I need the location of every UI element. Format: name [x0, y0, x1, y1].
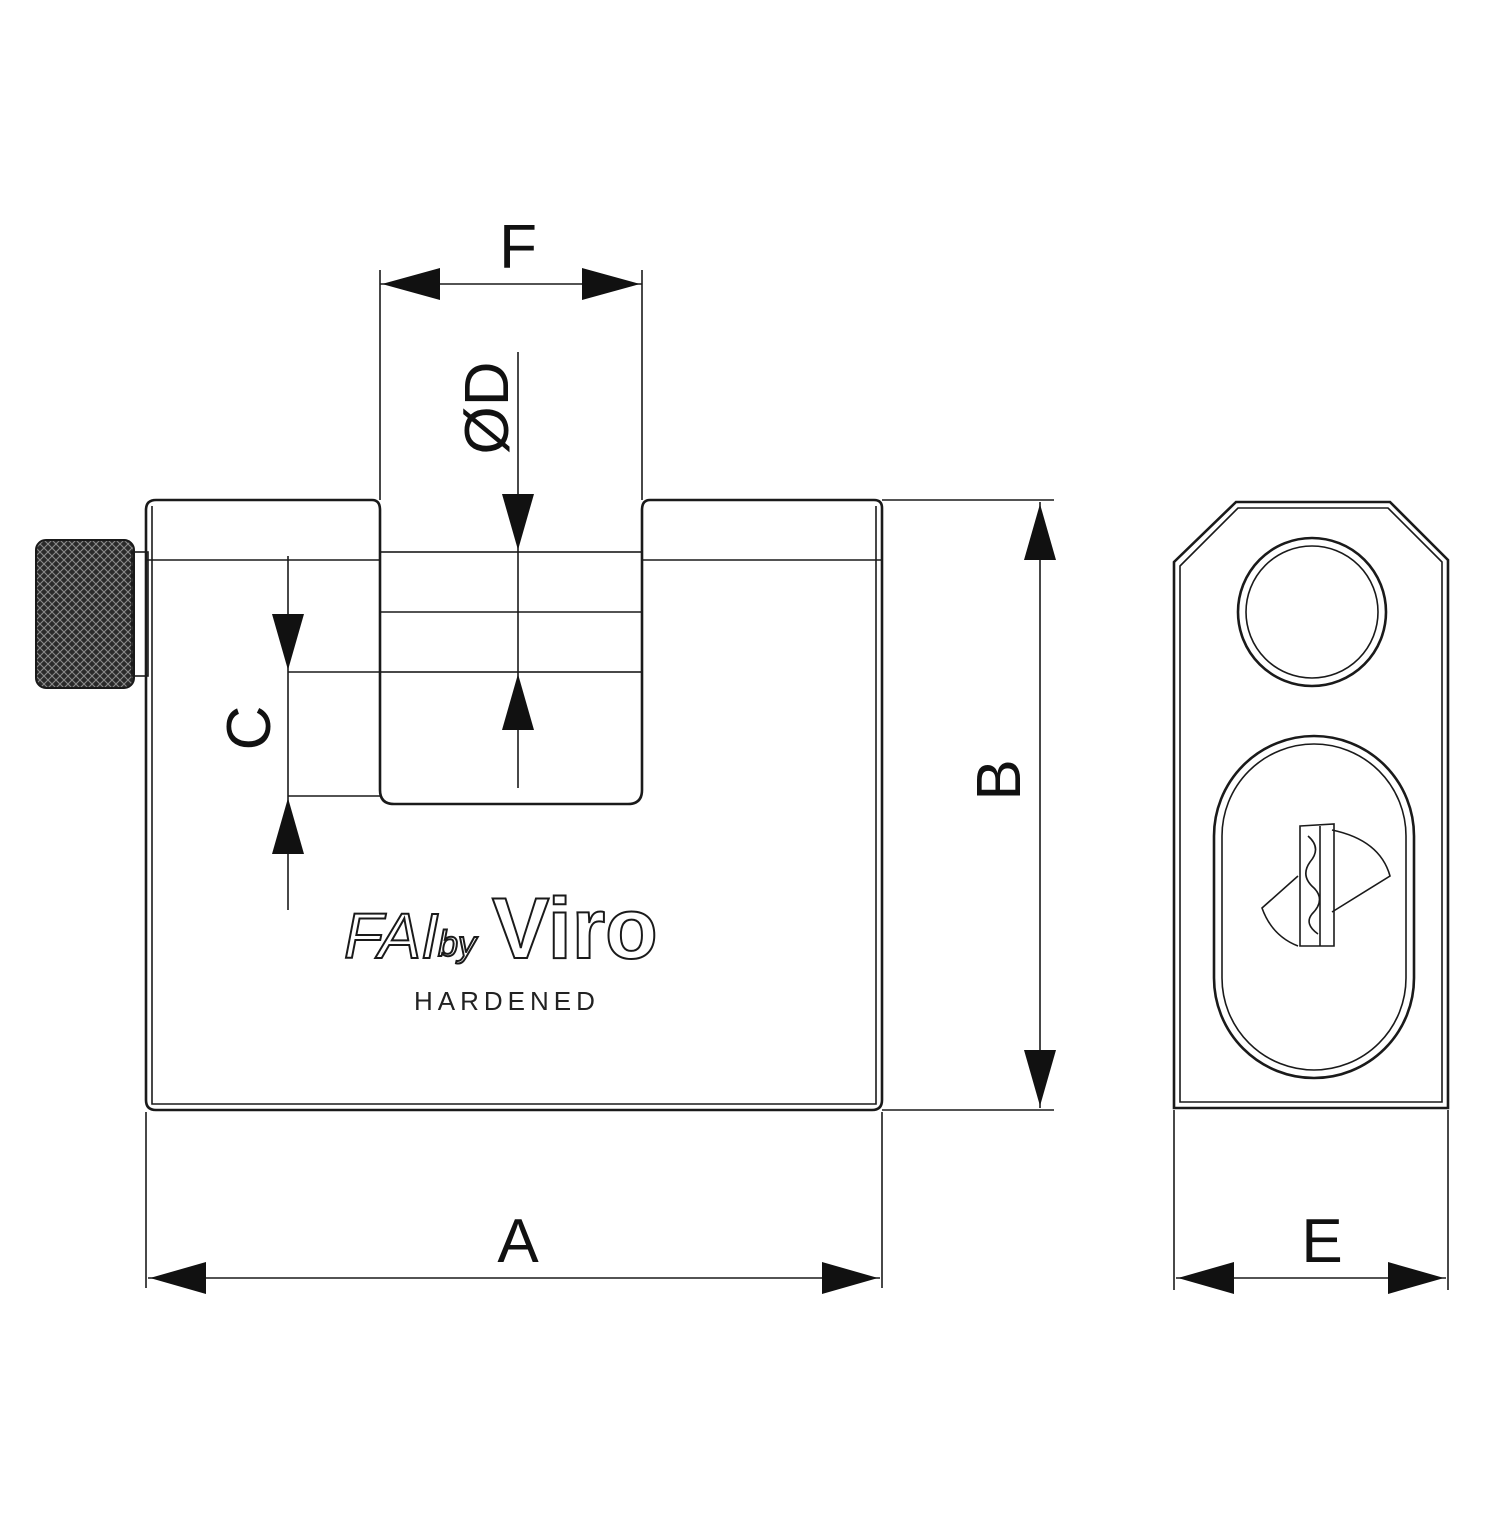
dimension-f: F [379, 213, 643, 500]
lock-cylinder-symbol-icon [1261, 823, 1391, 947]
dimension-e: E [1173, 1110, 1449, 1294]
brand-maker: FAI [344, 900, 439, 972]
dimension-d-label: ØD [453, 362, 522, 455]
dimension-c: C [215, 556, 304, 910]
dimension-b: B [882, 499, 1056, 1111]
front-view: FAI by Viro HARDENED [35, 498, 884, 1112]
shackle-hole-outer [1236, 536, 1388, 688]
cylinder-plate-inner [1221, 743, 1407, 1071]
dimension-c-label: C [215, 706, 284, 751]
knurled-knob-icon [35, 539, 149, 689]
brand-logo: FAI by Viro [343, 880, 659, 978]
lock-body-outline [144, 498, 884, 1112]
side-view [1172, 500, 1450, 1110]
cylinder-plate-outer [1212, 734, 1416, 1080]
dimension-b-label: B [965, 759, 1034, 800]
dimension-a-label: A [497, 1207, 539, 1276]
dimension-a: A [145, 1112, 883, 1294]
dimension-e-label: E [1301, 1207, 1342, 1276]
body-inner-edge [151, 506, 877, 1105]
brand-name: Viro [492, 881, 658, 977]
dimension-d: ØD [453, 352, 534, 788]
brand-by: by [438, 923, 478, 964]
side-body-outline [1172, 500, 1450, 1110]
shackle-hole-inner [1245, 545, 1379, 679]
dimension-f-label: F [499, 213, 537, 282]
side-body-inner-edge [1179, 507, 1443, 1103]
hardened-engraving: HARDENED [414, 986, 600, 1016]
